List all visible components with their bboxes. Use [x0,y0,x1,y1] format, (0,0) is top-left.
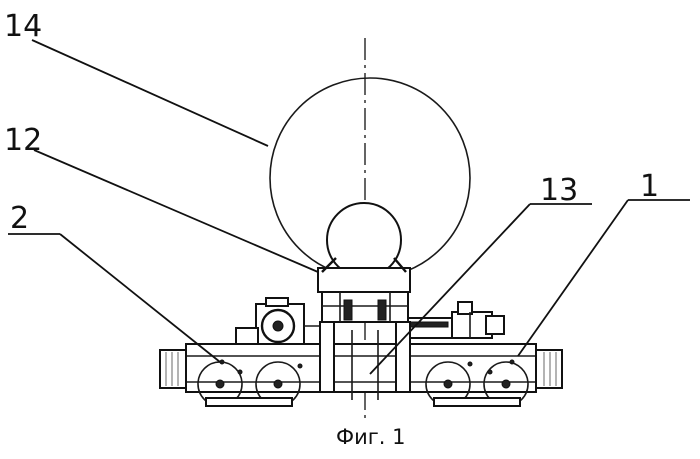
callout-14: 14 [4,9,42,44]
callout-12: 12 [4,123,42,158]
small-roll [327,203,401,277]
figure-caption: Фиг. 1 [336,425,405,449]
leader-2-diag [60,234,220,362]
callout-1: 1 [640,169,659,204]
leader-14 [32,40,268,146]
drive-motor-left [236,298,322,346]
callout-2: 2 [10,201,29,236]
callout-13: 13 [540,173,578,208]
leader-1-diag [518,200,628,356]
support-frame-12 [318,258,410,322]
